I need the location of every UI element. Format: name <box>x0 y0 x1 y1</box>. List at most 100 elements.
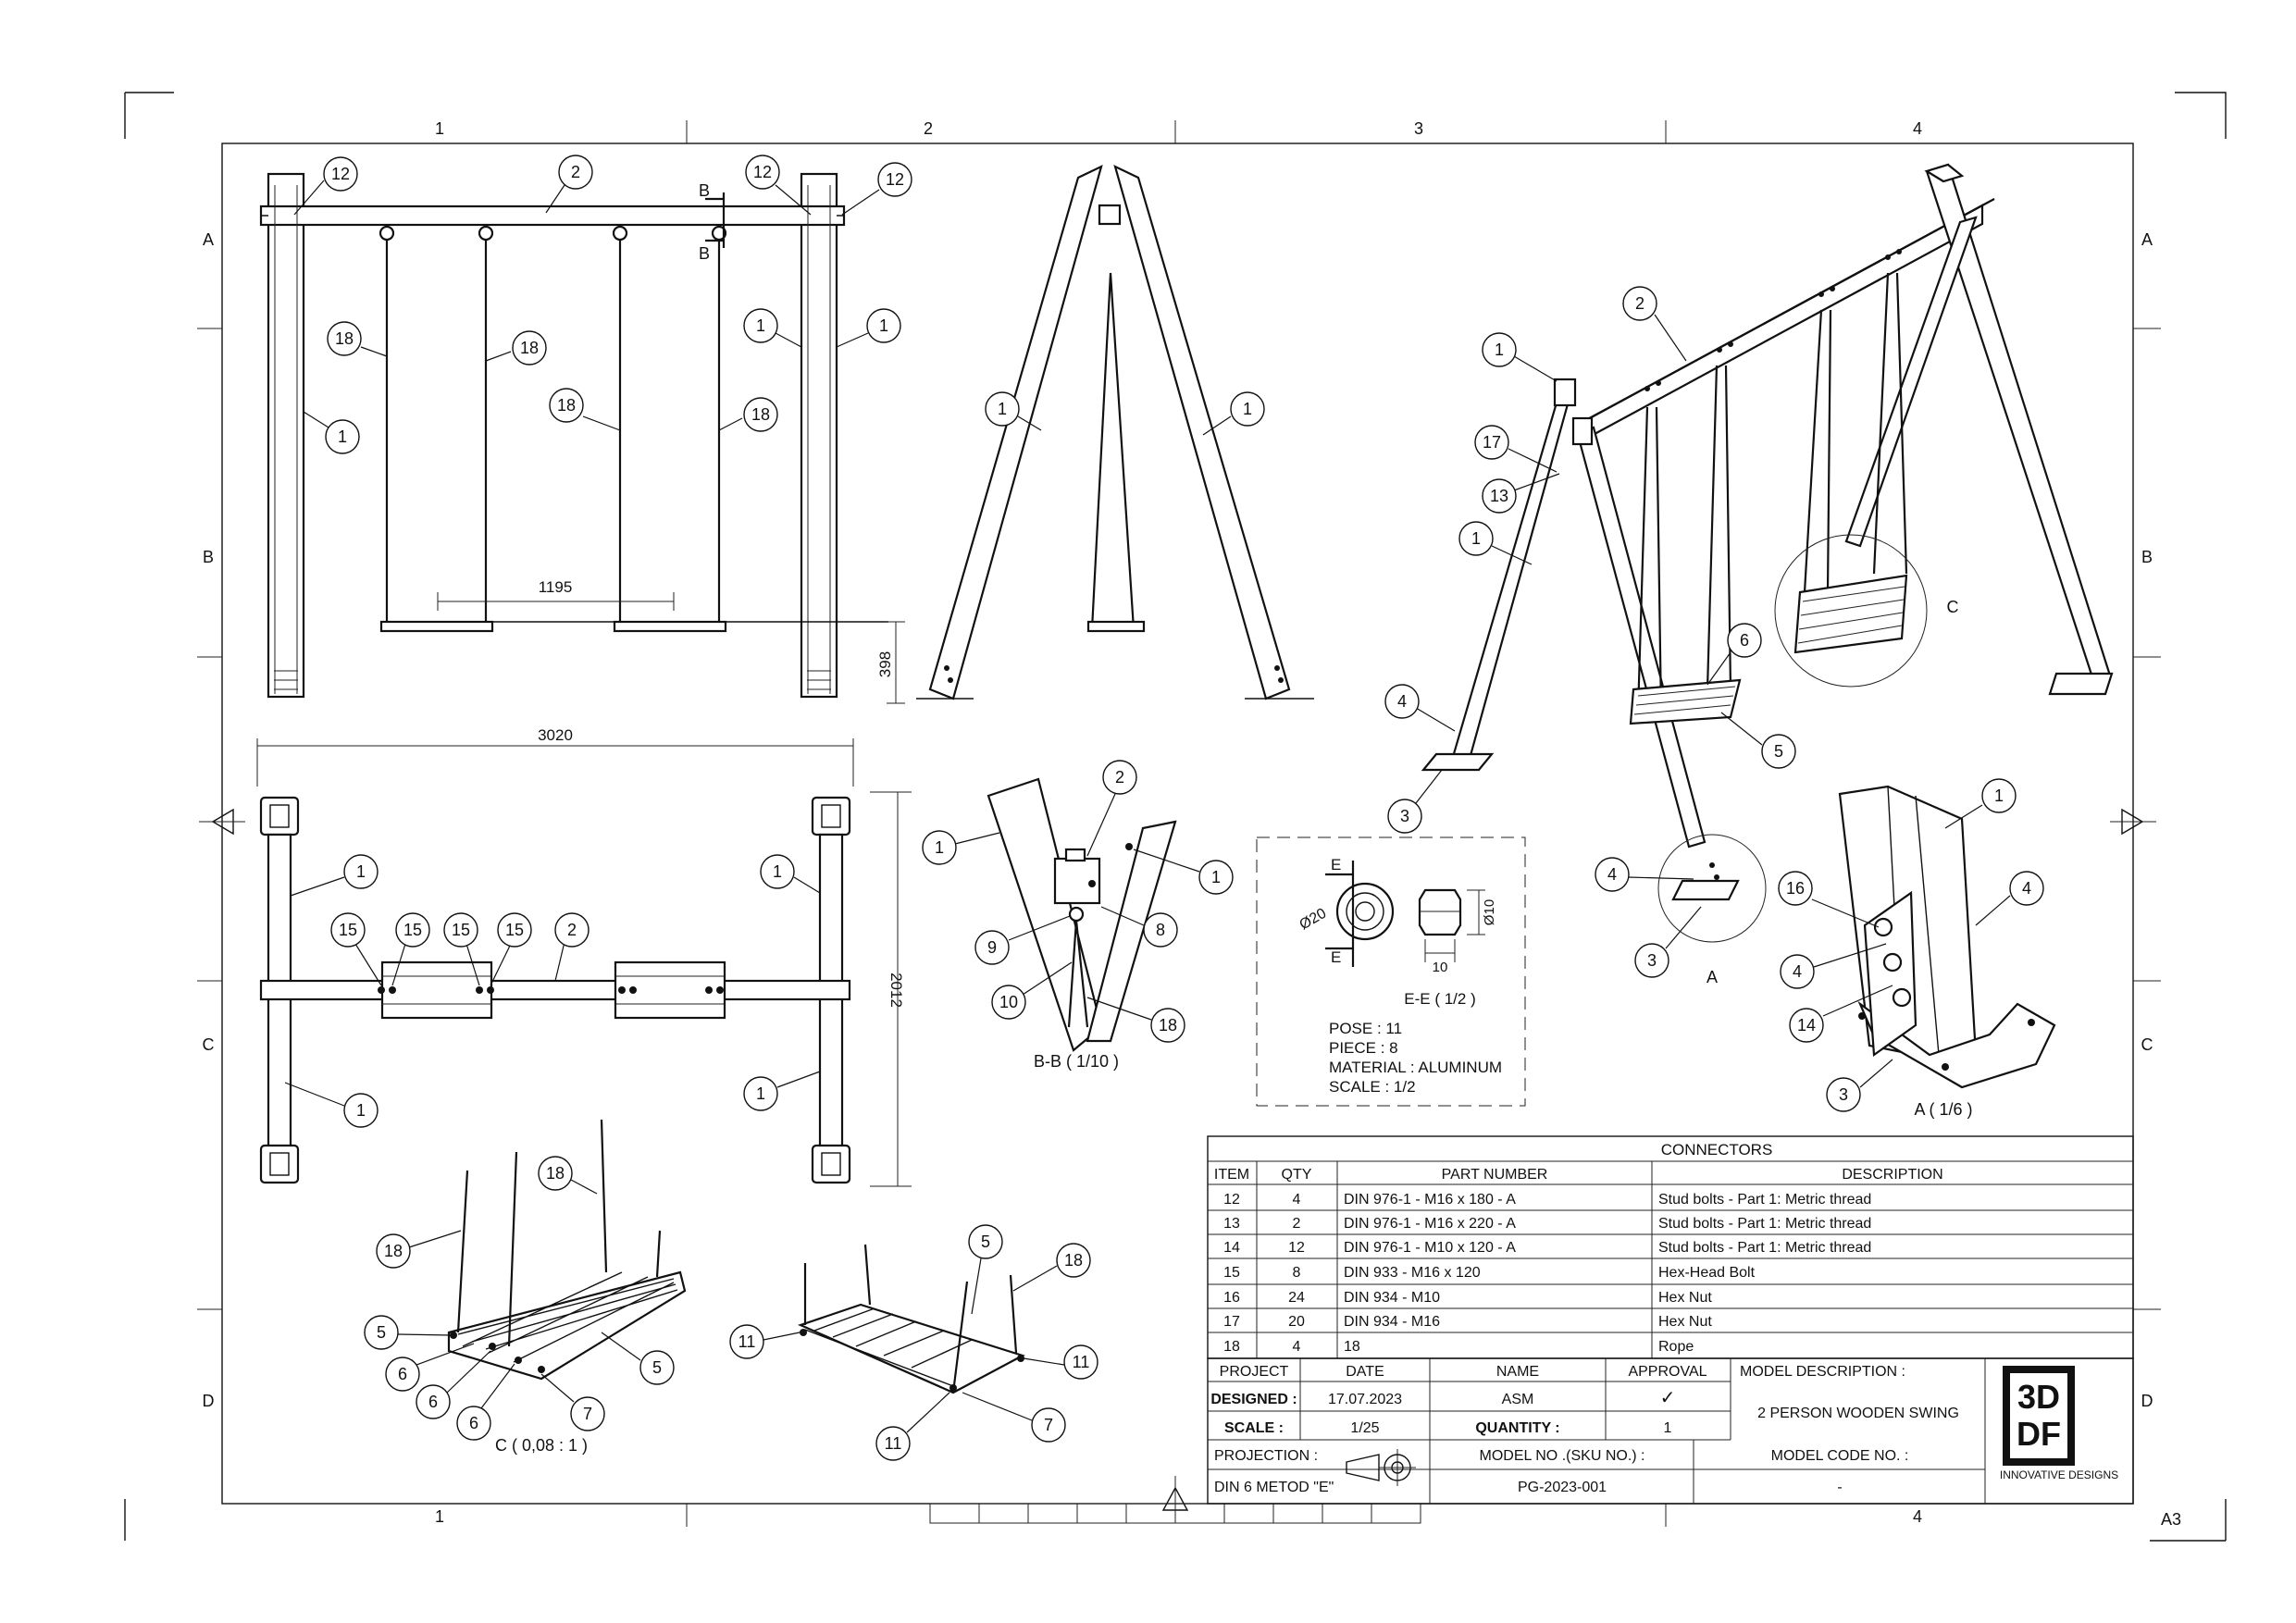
svg-text:12: 12 <box>753 163 772 181</box>
front-view: B B 1195 398 12 2 12 12 18 18 18 18 1 1 … <box>259 155 912 704</box>
balloon-3-iso-a: 3 <box>1387 769 1443 834</box>
svg-text:1: 1 <box>356 862 366 881</box>
detail-a-view: 1 16 4 4 14 3 A ( 1/6 ) <box>1778 778 2056 1119</box>
svg-text:4: 4 <box>1293 1339 1301 1355</box>
balloon-5-c-a: 5 <box>364 1315 453 1350</box>
balloon-18-d: 18 <box>718 397 778 432</box>
balloon-1-iso-b: 1 <box>1458 521 1533 565</box>
svg-text:Hex-Head Bolt: Hex-Head Bolt <box>1658 1265 1756 1281</box>
tb-projection: DIN 6 METOD "E" <box>1214 1480 1334 1495</box>
balloon-18-c-a: 18 <box>538 1156 598 1195</box>
tb-approval: ✓ <box>1660 1388 1676 1408</box>
note-material: MATERIAL : ALUMINUM <box>1329 1059 1502 1076</box>
bom-row-16: 16 24 DIN 934 - M10 Hex Nut <box>1223 1290 1712 1306</box>
balloon-5-c-b: 5 <box>601 1332 675 1385</box>
top-view: 3020 2012 1 1 15 15 15 15 2 1 1 <box>256 726 912 1187</box>
balloon-1-top-c: 1 <box>284 1082 379 1128</box>
svg-text:1: 1 <box>1495 341 1504 359</box>
svg-text:Stud bolts - Part 1: Metric th: Stud bolts - Part 1: Metric thread <box>1658 1216 1871 1232</box>
seat-detail-c-view: 18 18 5 6 6 6 7 5 C ( 0,08 : 1 ) <box>364 1119 687 1455</box>
tb-designed-label: DESIGNED : <box>1210 1392 1297 1407</box>
balloon-4-iso-b: 4 <box>1595 857 1694 892</box>
svg-text:12: 12 <box>1223 1192 1240 1208</box>
svg-text:18: 18 <box>1159 1016 1177 1035</box>
balloon-4-detail-a-b: 4 <box>1780 943 1887 989</box>
detail-e-e-box: E E Ø20 10 Ø10 E-E ( 1/2 ) POSE : 11 PIE… <box>1256 836 1526 1107</box>
balloon-3-detail-a: 3 <box>1826 1059 1893 1112</box>
balloon-11-seat2-b: 11 <box>1023 1344 1098 1380</box>
bom-table: CONNECTORS ITEM QTY PART NUMBER DESCRIPT… <box>1207 1135 2134 1359</box>
bom-row-15: 15 8 DIN 933 - M16 x 120 Hex-Head Bolt <box>1223 1265 1756 1281</box>
svg-text:1: 1 <box>773 862 782 881</box>
balloon-4-detail-a-a: 4 <box>1975 871 2044 926</box>
swing-pivots <box>379 225 727 242</box>
balloon-6-c-c: 6 <box>456 1363 515 1441</box>
dim-398: 398 <box>876 651 894 677</box>
tb-model-desc-label: MODEL DESCRIPTION : <box>1740 1364 1905 1380</box>
bom-row-18: 18 4 18 Rope <box>1223 1339 1694 1355</box>
svg-text:17: 17 <box>1223 1314 1240 1330</box>
svg-text:6: 6 <box>1740 631 1749 650</box>
detail-a-tag: A <box>1706 968 1718 986</box>
logo-top: 3D <box>2017 1378 2060 1416</box>
zone-col-3-top: 3 <box>1414 119 1423 138</box>
balloon-1-top-d: 1 <box>743 1071 821 1111</box>
zone-row-a-right: A <box>2141 230 2153 249</box>
svg-text:Stud bolts - Part 1: Metric th: Stud bolts - Part 1: Metric thread <box>1658 1192 1871 1208</box>
bom-row-14: 14 12 DIN 976-1 - M10 x 120 - A Stud bol… <box>1223 1240 1871 1256</box>
balloon-1-top-a: 1 <box>290 854 379 897</box>
svg-text:16: 16 <box>1786 879 1805 898</box>
logo-bottom: DF <box>2017 1415 2061 1453</box>
svg-text:18: 18 <box>1223 1339 1240 1355</box>
svg-text:8: 8 <box>1293 1265 1301 1281</box>
balloon-15-b: 15 <box>391 912 430 986</box>
bom-header-desc: DESCRIPTION <box>1842 1167 1942 1183</box>
dim-10: 10 <box>1433 960 1448 975</box>
balloon-1-bb-a: 1 <box>922 830 1000 865</box>
tb-quantity: 1 <box>1664 1420 1672 1436</box>
svg-text:1: 1 <box>756 1084 765 1103</box>
svg-text:13: 13 <box>1490 487 1508 505</box>
logo-caption: INNOVATIVE DESIGNS <box>2000 1468 2118 1481</box>
svg-text:2: 2 <box>567 921 577 939</box>
bom-row-17: 17 20 DIN 934 - M16 Hex Nut <box>1223 1314 1712 1330</box>
svg-text:5: 5 <box>377 1323 386 1342</box>
balloon-4-iso-a: 4 <box>1384 684 1456 732</box>
svg-text:1: 1 <box>879 316 888 335</box>
svg-text:3: 3 <box>1839 1085 1848 1104</box>
bom-title: CONNECTORS <box>1661 1141 1773 1158</box>
svg-text:1: 1 <box>756 316 765 335</box>
svg-text:4: 4 <box>1397 692 1407 711</box>
balloon-18-c: 18 <box>549 388 621 431</box>
balloon-12-a: 12 <box>293 156 358 216</box>
scale-grid-strip <box>929 1503 1421 1524</box>
balloon-2-bb: 2 <box>1086 760 1137 857</box>
section-b-b-view: 2 1 1 8 9 10 18 B-B ( 1/10 ) <box>922 760 1234 1071</box>
balloon-6-iso: 6 <box>1706 623 1762 686</box>
tb-model-desc: 2 PERSON WOODEN SWING <box>1757 1406 1959 1421</box>
balloon-18-b: 18 <box>485 330 547 365</box>
svg-text:18: 18 <box>520 339 539 357</box>
section-b-top: B <box>699 181 710 200</box>
svg-text:2: 2 <box>1635 294 1644 313</box>
balloon-15-d: 15 <box>490 912 532 986</box>
balloon-10-bb: 10 <box>991 961 1073 1020</box>
balloon-8-bb: 8 <box>1100 906 1178 948</box>
svg-text:5: 5 <box>981 1233 990 1251</box>
note-scale: SCALE : 1/2 <box>1329 1078 1416 1096</box>
dim-1195: 1195 <box>539 578 573 596</box>
svg-text:4: 4 <box>1293 1192 1301 1208</box>
svg-text:1: 1 <box>935 838 944 857</box>
tb-date: 17.07.2023 <box>1328 1392 1402 1407</box>
tb-date-label: DATE <box>1346 1364 1384 1380</box>
zone-row-b-right: B <box>2141 548 2153 566</box>
svg-text:18: 18 <box>546 1164 565 1183</box>
svg-text:7: 7 <box>583 1405 592 1423</box>
svg-text:DIN 976-1 - M16 x 220 - A: DIN 976-1 - M16 x 220 - A <box>1344 1216 1516 1232</box>
balloon-14-detail-a: 14 <box>1789 985 1893 1043</box>
zone-col-4-bottom: 4 <box>1913 1507 1922 1526</box>
title-block: PROJECT DATE NAME APPROVAL MODEL DESCRIP… <box>1207 1357 2134 1505</box>
balloon-12-b: 12 <box>745 155 812 216</box>
label-bb: B-B ( 1/10 ) <box>1034 1052 1119 1071</box>
balloon-6-c-a: 6 <box>385 1343 475 1392</box>
